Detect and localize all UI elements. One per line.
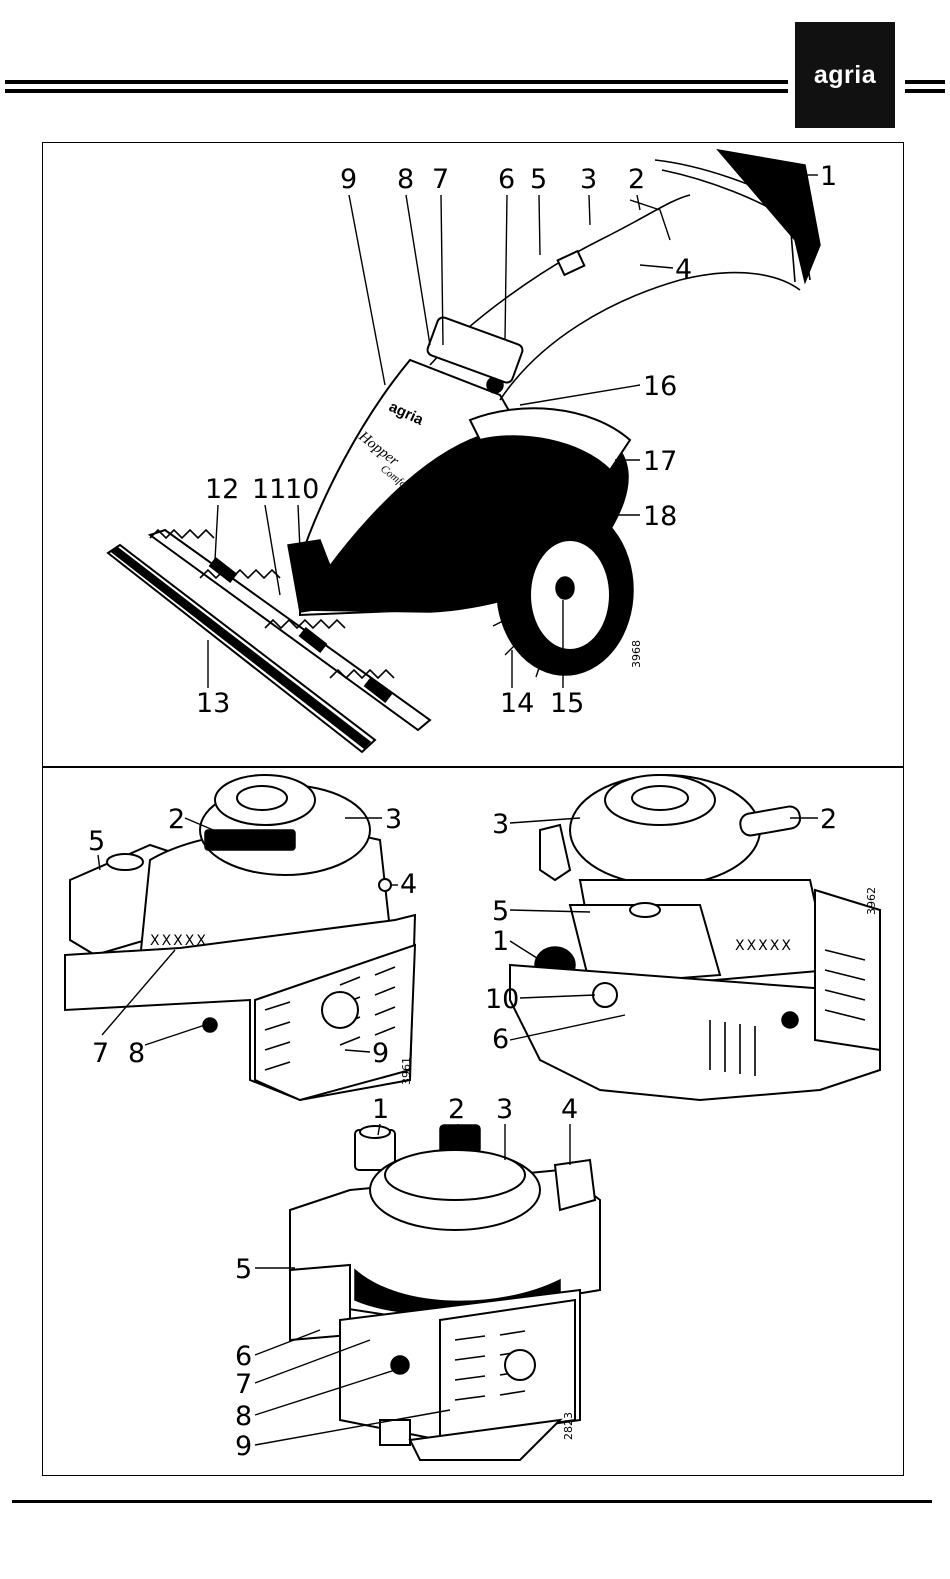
mower-callout-12: 12 bbox=[205, 474, 239, 505]
engine-b-callout-1: 1 bbox=[492, 926, 509, 957]
engine-c-callout-6: 6 bbox=[235, 1341, 252, 1372]
engine-a-callout-9: 9 bbox=[372, 1038, 389, 1069]
engine-c-code: 2823 bbox=[562, 1412, 575, 1440]
mower-callout-8: 8 bbox=[397, 164, 414, 195]
engine-a-illustration: XXXXX 3961 2 3 4 5 7 8 9 bbox=[65, 775, 417, 1100]
mower-callout-3: 3 bbox=[580, 164, 597, 195]
engine-b-callout-3: 3 bbox=[492, 809, 509, 840]
mower-callout-7: 7 bbox=[432, 164, 449, 195]
engine-c-callout-2: 2 bbox=[448, 1094, 465, 1125]
engine-a-callout-7: 7 bbox=[92, 1038, 109, 1069]
mower-callout-5: 5 bbox=[530, 164, 547, 195]
mower-callout-6: 6 bbox=[498, 164, 515, 195]
engine-c-callout-5: 5 bbox=[235, 1254, 252, 1285]
mower-callout-17: 17 bbox=[643, 446, 677, 477]
mower-callout-14: 14 bbox=[500, 688, 534, 719]
engine-a-code: 3961 bbox=[400, 1057, 413, 1085]
engine-c-callout-9: 9 bbox=[235, 1431, 252, 1462]
mower-callout-10: 10 bbox=[285, 474, 319, 505]
engine-a-callout-5: 5 bbox=[88, 826, 105, 857]
engine-a-callout-3: 3 bbox=[385, 804, 402, 835]
engine-b-nameplate: XXXXX bbox=[735, 938, 793, 954]
mower-callout-4: 4 bbox=[675, 254, 692, 285]
engine-b-callout-5: 5 bbox=[492, 896, 509, 927]
engine-a-callout-2: 2 bbox=[168, 804, 185, 835]
engine-a-callout-8: 8 bbox=[128, 1038, 145, 1069]
mower-callout-18: 18 bbox=[643, 501, 677, 532]
engine-a-nameplate: XXXXX bbox=[150, 933, 208, 949]
engine-c-illustration: 2823 1 2 3 4 5 6 7 8 9 bbox=[235, 1094, 600, 1462]
mower-callout-15: 15 bbox=[550, 688, 584, 719]
engine-c-callout-7: 7 bbox=[235, 1369, 252, 1400]
mower-callout-11: 11 bbox=[252, 474, 286, 505]
engine-b-callout-2: 2 bbox=[820, 804, 837, 835]
mower-callout-9: 9 bbox=[340, 164, 357, 195]
mower-callout-16: 16 bbox=[643, 371, 677, 402]
engine-b-illustration: XXXXX 3962 2 3 5 1 10 6 bbox=[485, 775, 880, 1100]
engine-c-callout-3: 3 bbox=[496, 1094, 513, 1125]
engine-c-callout-8: 8 bbox=[235, 1401, 252, 1432]
engine-b-code: 3962 bbox=[865, 887, 878, 915]
mower-callout-1: 1 bbox=[820, 161, 837, 192]
mower-callout-2: 2 bbox=[628, 164, 645, 195]
handlebar bbox=[426, 150, 820, 400]
engine-c-callout-4: 4 bbox=[561, 1094, 578, 1125]
engine-a-callout-4: 4 bbox=[400, 869, 417, 900]
engine-b-callout-10: 10 bbox=[485, 984, 519, 1015]
engine-c-callout-1: 1 bbox=[372, 1094, 389, 1125]
mower-callout-13: 13 bbox=[196, 688, 230, 719]
engine-b-callout-6: 6 bbox=[492, 1024, 509, 1055]
mower-figure-code: 3968 bbox=[630, 640, 643, 668]
